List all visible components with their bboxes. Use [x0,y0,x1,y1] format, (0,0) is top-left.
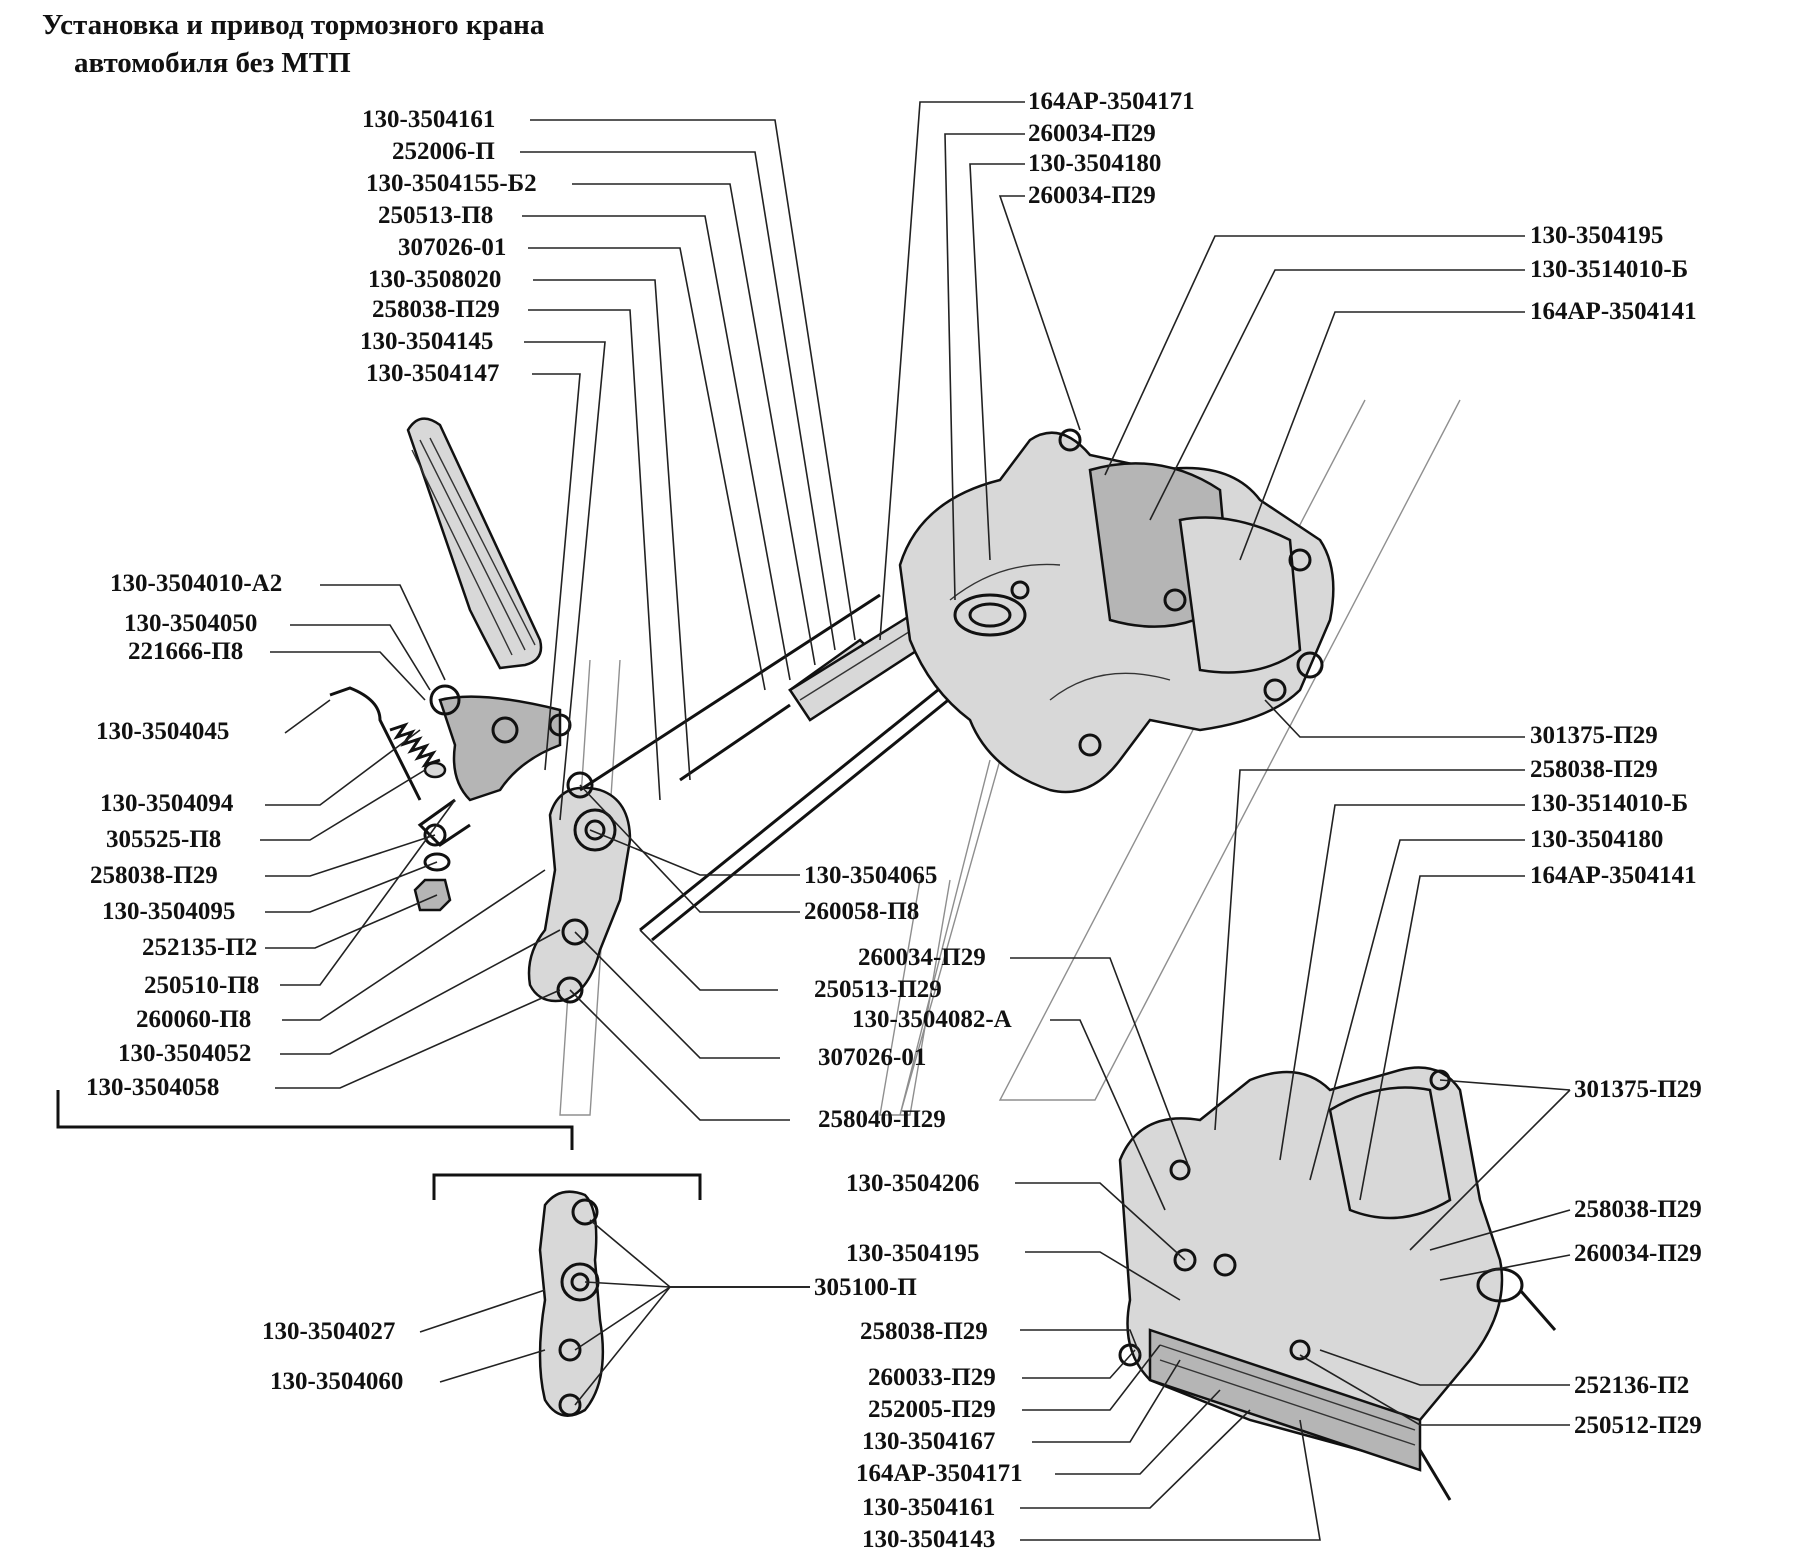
callout-label: 305100-П [814,1274,917,1301]
callout-label: 130-3504147 [366,360,500,387]
callout-label: 130-3504045 [96,718,230,745]
callout-label: 258038-П29 [1530,756,1658,783]
callout-label: 260034-П29 [1028,120,1156,147]
callout-label: 258038-П29 [372,296,500,323]
callout-label: 250513-П29 [814,976,942,1003]
callout-label: 130-3504010-А2 [110,570,283,597]
callout-label: 130-3504094 [100,790,234,817]
callout-label: 252005-П29 [868,1396,996,1423]
callout-label: 252135-П2 [142,934,258,961]
callout-label: 130-3504180 [1028,150,1162,177]
callout-label: 164АР-3504171 [1028,88,1195,115]
callout-label: 305525-П8 [106,826,222,853]
callout-label: 301375-П29 [1530,722,1658,749]
callout-label: 260034-П29 [1574,1240,1702,1267]
callout-label: 260058-П8 [804,898,920,925]
callout-label: 221666-П8 [128,638,244,665]
callout-label: 130-3504143 [862,1526,996,1553]
callout-label: 250510-П8 [144,972,260,999]
callout-label: 130-3504027 [262,1318,396,1345]
callout-label: 130-3504161 [862,1494,996,1521]
callout-label: 307026-01 [398,234,507,261]
callout-label: 252136-П2 [1574,1372,1690,1399]
callout-label: 258038-П29 [1574,1196,1702,1223]
callout-label: 130-3504095 [102,898,236,925]
callout-label: 307026-01 [818,1044,927,1071]
diagram-title: Установка и привод тормозного крана авто… [42,6,544,82]
callout-label: 164АР-3504141 [1530,862,1697,889]
title-line-2: автомобиля без МТП [74,47,351,79]
title-line-1: Установка и привод тормозного крана [42,9,545,41]
callout-label: 260034-П29 [858,944,986,971]
callout-label: 130-3514010-Б [1530,790,1689,817]
brake-valve-upper [898,428,1335,794]
lever-arm-detail [56,1090,702,1417]
callout-label: 260033-П29 [868,1364,996,1391]
callout-label: 258038-П29 [860,1318,988,1345]
callout-label: 130-3504052 [118,1040,252,1067]
callout-label: 258040-П29 [818,1106,946,1133]
callout-label: 250513-П8 [378,202,494,229]
callout-label: 252006-П [392,138,495,165]
callout-label: 260034-П29 [1028,182,1156,209]
callout-label: 130-3504206 [846,1170,980,1197]
callout-label: 130-3504167 [862,1428,996,1455]
callout-label: 130-3504180 [1530,826,1664,853]
brake-valve-lower [1118,1066,1557,1501]
callout-label: 164АР-3504141 [1530,298,1697,325]
callout-label: 260060-П8 [136,1006,252,1033]
callout-label: 130-3514010-Б [1530,256,1689,283]
callout-label: 130-3504161 [362,106,496,133]
brake-lever [527,771,632,1004]
callout-label: 130-3504065 [804,862,938,889]
callout-label: 164АР-3504171 [856,1460,1023,1487]
callout-label: 130-3504050 [124,610,258,637]
callout-label: 130-3504195 [846,1240,980,1267]
brake-pedal [406,417,572,847]
callout-label: 130-3508020 [368,266,502,293]
callout-label: 130-3504145 [360,328,494,355]
callout-label: 130-3504195 [1530,222,1664,249]
leader-lines [260,101,1571,1541]
callout-label: 130-3504060 [270,1368,404,1395]
callout-label: 250512-П29 [1574,1412,1702,1439]
return-spring [329,686,452,912]
callout-label: 301375-П29 [1574,1076,1702,1103]
callout-label: 130-3504155-Б2 [366,170,537,197]
callout-label: 258038-П29 [90,862,218,889]
callout-label: 130-3504082-А [852,1006,1012,1033]
callout-label: 130-3504058 [86,1074,220,1101]
